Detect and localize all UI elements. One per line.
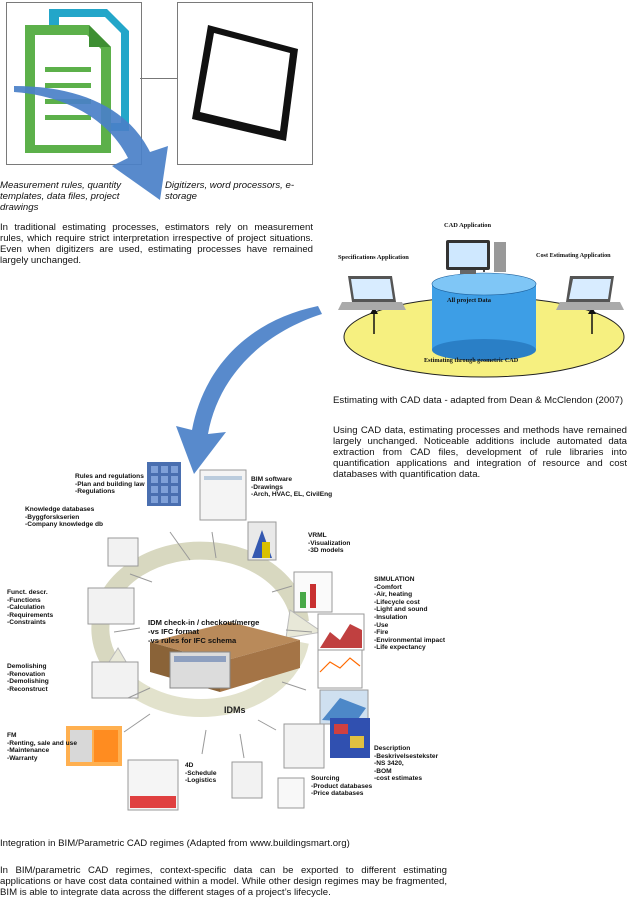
vrml-label: VRML-Visualization-3D models (308, 532, 351, 555)
digitizer-panel (177, 2, 313, 165)
idm-line-1: IDM check-in / checkout/merge (148, 618, 260, 627)
knowledge-databases-label: Knowledge databases-Byggforskserien-Comp… (25, 506, 104, 529)
idm-line-2: -vs IFC format (148, 627, 200, 636)
bim-caption: Integration in BIM/Parametric CAD regime… (0, 838, 350, 849)
cad-application-label: CAD Application (444, 222, 492, 229)
cad-estimating-diagram (338, 240, 625, 378)
caption-measurement-rules: Measurement rules, quantity templates, d… (0, 180, 122, 213)
fm-label: FM-Renting, sale and use-Maintenance-War… (7, 732, 77, 762)
flow-arrow-top (14, 86, 168, 200)
fourd-label: 4D-Schedule-Logistics (185, 762, 217, 785)
rules-regulations-label: Rules and regulations-Plan and building … (75, 473, 145, 496)
sourcing-label: Sourcing-Product databases-Price databas… (311, 775, 373, 798)
bim-paragraph: In BIM/parametric CAD regimes, context-s… (0, 865, 447, 898)
bim-software-label: BIM software-Drawings-Arch, HVAC, EL, Ci… (251, 476, 333, 499)
all-project-data-label: All project Data (447, 297, 491, 304)
idm-center-label: IDM check-in / checkout/merge -vs IFC fo… (148, 618, 259, 645)
description-label: Description-Beskrivelsestekster-NS 3420,… (374, 745, 439, 783)
cad-estimating-paragraph: Using CAD data, estimating processes and… (333, 425, 627, 480)
caption-digitizers: Digitizers, word processors, e-storage (165, 180, 295, 202)
simulation-label: SIMULATION-Comfort-Air, heating-Lifecycl… (374, 576, 446, 652)
estimating-geometric-cad-label: Estimating through geometric CAD (424, 357, 519, 364)
connector-line (140, 78, 177, 79)
bim-integration-diagram (66, 462, 370, 811)
funct-descr-label: Funct. descr.-Functions-Calculation-Requ… (7, 589, 54, 627)
tablet-icon (192, 25, 298, 141)
idms-label: IDMs (224, 705, 246, 715)
specifications-application-label: Specifications Application (338, 254, 409, 261)
cad-caption: Estimating with CAD data - adapted from … (333, 395, 624, 406)
traditional-estimating-paragraph: In traditional estimating processes, est… (0, 222, 313, 266)
demolishing-label: Demolishing-Renovation-Demolishing-Recon… (7, 663, 49, 693)
flow-arrow-middle (176, 306, 322, 474)
cost-estimating-application-label: Cost Estimating Application (536, 252, 611, 259)
idm-line-3: -vs rules for IFC schema (148, 636, 237, 645)
